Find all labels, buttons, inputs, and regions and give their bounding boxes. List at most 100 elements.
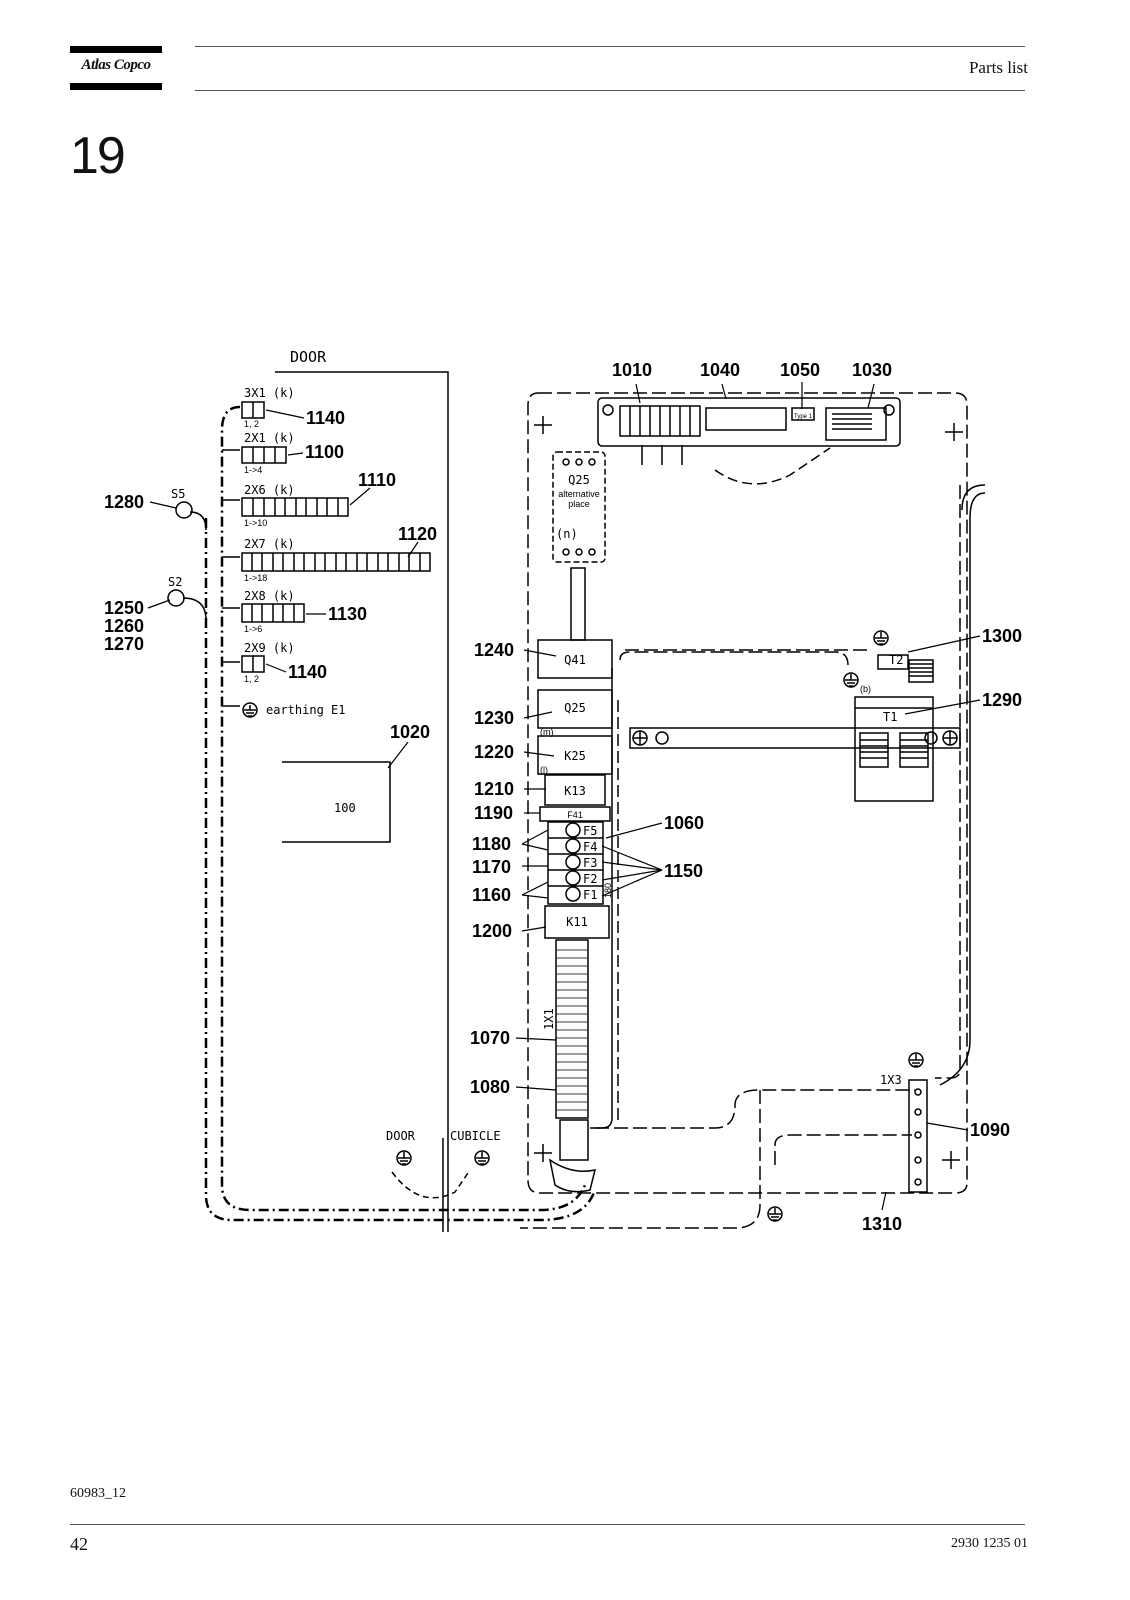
wire-outer-right: [939, 492, 986, 1086]
callout-1150: 1150: [664, 861, 703, 881]
terminal-180-label: 180: [603, 883, 613, 898]
callout-1210: 1210: [474, 779, 514, 799]
x1-label: 1X1: [542, 1008, 556, 1030]
t2-label: T2: [889, 653, 903, 667]
box-100-label: 100: [334, 801, 356, 815]
header-rule-top: [195, 46, 1025, 47]
connector-2x9-range: 1, 2: [244, 674, 259, 684]
connector-2x1-label: 2X1 (k): [244, 431, 295, 445]
switch-s2-wire: [182, 597, 207, 621]
callout-1180: 1180: [472, 834, 511, 854]
box-100: [282, 761, 391, 843]
q25-alt-label: Q25: [568, 473, 590, 487]
door-panel-outline: [275, 371, 449, 1232]
connector-2x6: [241, 497, 349, 517]
callout-1040: 1040: [700, 360, 740, 380]
callout-1110: 1110: [358, 470, 396, 490]
callout-1200: 1200: [472, 921, 512, 941]
cubicle-panel: [527, 392, 968, 1194]
callout-1140-bottom: 1140: [288, 662, 327, 682]
switch-s5: [175, 501, 193, 519]
cable-gland: [548, 1158, 597, 1193]
connector-2x9-label: 2X9 (k): [244, 641, 295, 655]
q25-alternative: [552, 451, 606, 563]
header-rule-bottom: [195, 90, 1025, 91]
f2-label: F2: [583, 872, 597, 886]
logo-text: Atlas Copco: [81, 57, 151, 73]
switch-s2-label: S2: [168, 575, 182, 589]
connector-2x1-range: 1->4: [244, 465, 262, 475]
mount-plus-br: [942, 1151, 960, 1169]
bottom-ground-symbol: [769, 1208, 781, 1221]
l-label: (l): [540, 765, 548, 775]
connector-2x8-label: 2X8 (k): [244, 589, 295, 603]
1x3-ground-symbol: [910, 1054, 922, 1067]
callout-1050: 1050: [780, 360, 820, 380]
t2-ground-symbol: [875, 632, 887, 645]
callout-1160: 1160: [472, 885, 511, 905]
component-q41: [537, 639, 613, 679]
component-f41: [539, 806, 611, 822]
callout-1220: 1220: [474, 742, 514, 762]
callout-1260: 1260: [104, 616, 144, 636]
transformer-t2-core: [908, 659, 934, 683]
page-number: 42: [70, 1534, 88, 1554]
callout-1120: 1120: [398, 524, 437, 544]
callout-1290: 1290: [982, 690, 1022, 710]
module-1030: [825, 407, 887, 441]
m-label: (m): [540, 727, 554, 737]
callout-1100: 1100: [305, 442, 344, 462]
connector-3x1-range: 1, 2: [244, 419, 259, 429]
callout-1010: 1010: [612, 360, 652, 380]
component-k13: [544, 774, 606, 806]
callout-1070: 1070: [470, 1028, 510, 1048]
transformer-t1: [854, 696, 934, 802]
header-title: Parts list: [968, 58, 1028, 77]
door-ground-symbol: [396, 1150, 412, 1166]
callout-1140-top: 1140: [306, 408, 345, 428]
ground-strap: [391, 1169, 471, 1199]
atlas-copco-logo: Atlas Copco: [70, 46, 162, 90]
q25-n-label: (n): [556, 527, 578, 541]
din-rail-bottom: [559, 1119, 589, 1161]
mount-plus-tr: [945, 423, 963, 441]
cubicle-ground-label: CUBICLE: [450, 1129, 501, 1143]
callout-1240: 1240: [474, 640, 514, 660]
door-ground-label: DOOR: [386, 1129, 416, 1143]
footer-rule: [70, 1524, 1025, 1525]
k11-label: K11: [566, 915, 588, 929]
wire-bottom-1: [595, 1089, 915, 1129]
callout-1130: 1130: [328, 604, 367, 624]
leader-lines: [147, 382, 981, 1211]
callout-1030: 1030: [852, 360, 892, 380]
t1-label: T1: [883, 710, 897, 724]
figure-code: 60983_12: [70, 1486, 126, 1501]
mount-plus-tl: [534, 416, 552, 434]
wire-top-loop: [619, 651, 849, 666]
section-number: 19: [70, 127, 126, 185]
callout-1270: 1270: [104, 634, 144, 654]
switch-s5-wire: [189, 511, 207, 531]
connector-2x6-label: 2X6 (k): [244, 483, 295, 497]
component-k11: [544, 905, 610, 939]
callout-1090: 1090: [970, 1120, 1010, 1140]
callout-1300: 1300: [982, 626, 1022, 646]
module-1050: [791, 407, 815, 421]
wire-top-right: [961, 484, 986, 511]
callout-1080: 1080: [470, 1077, 510, 1097]
mount-plus-bl: [534, 1144, 552, 1162]
callout-1020: 1020: [390, 722, 430, 742]
cable-duct: [555, 939, 589, 1119]
t1-ground-symbol: [845, 674, 857, 687]
module-1040: [705, 407, 787, 431]
callout-1230: 1230: [474, 708, 514, 728]
type1-label: Type 1: [794, 414, 813, 420]
q41-label: Q41: [564, 653, 586, 667]
transformer-t2: [877, 654, 909, 670]
connector-2x7-label: 2X7 (k): [244, 537, 295, 551]
callout-1170: 1170: [472, 857, 511, 877]
f4-label: F4: [583, 840, 597, 854]
mounting-bar: [629, 727, 961, 749]
q25-label: Q25: [564, 701, 586, 715]
